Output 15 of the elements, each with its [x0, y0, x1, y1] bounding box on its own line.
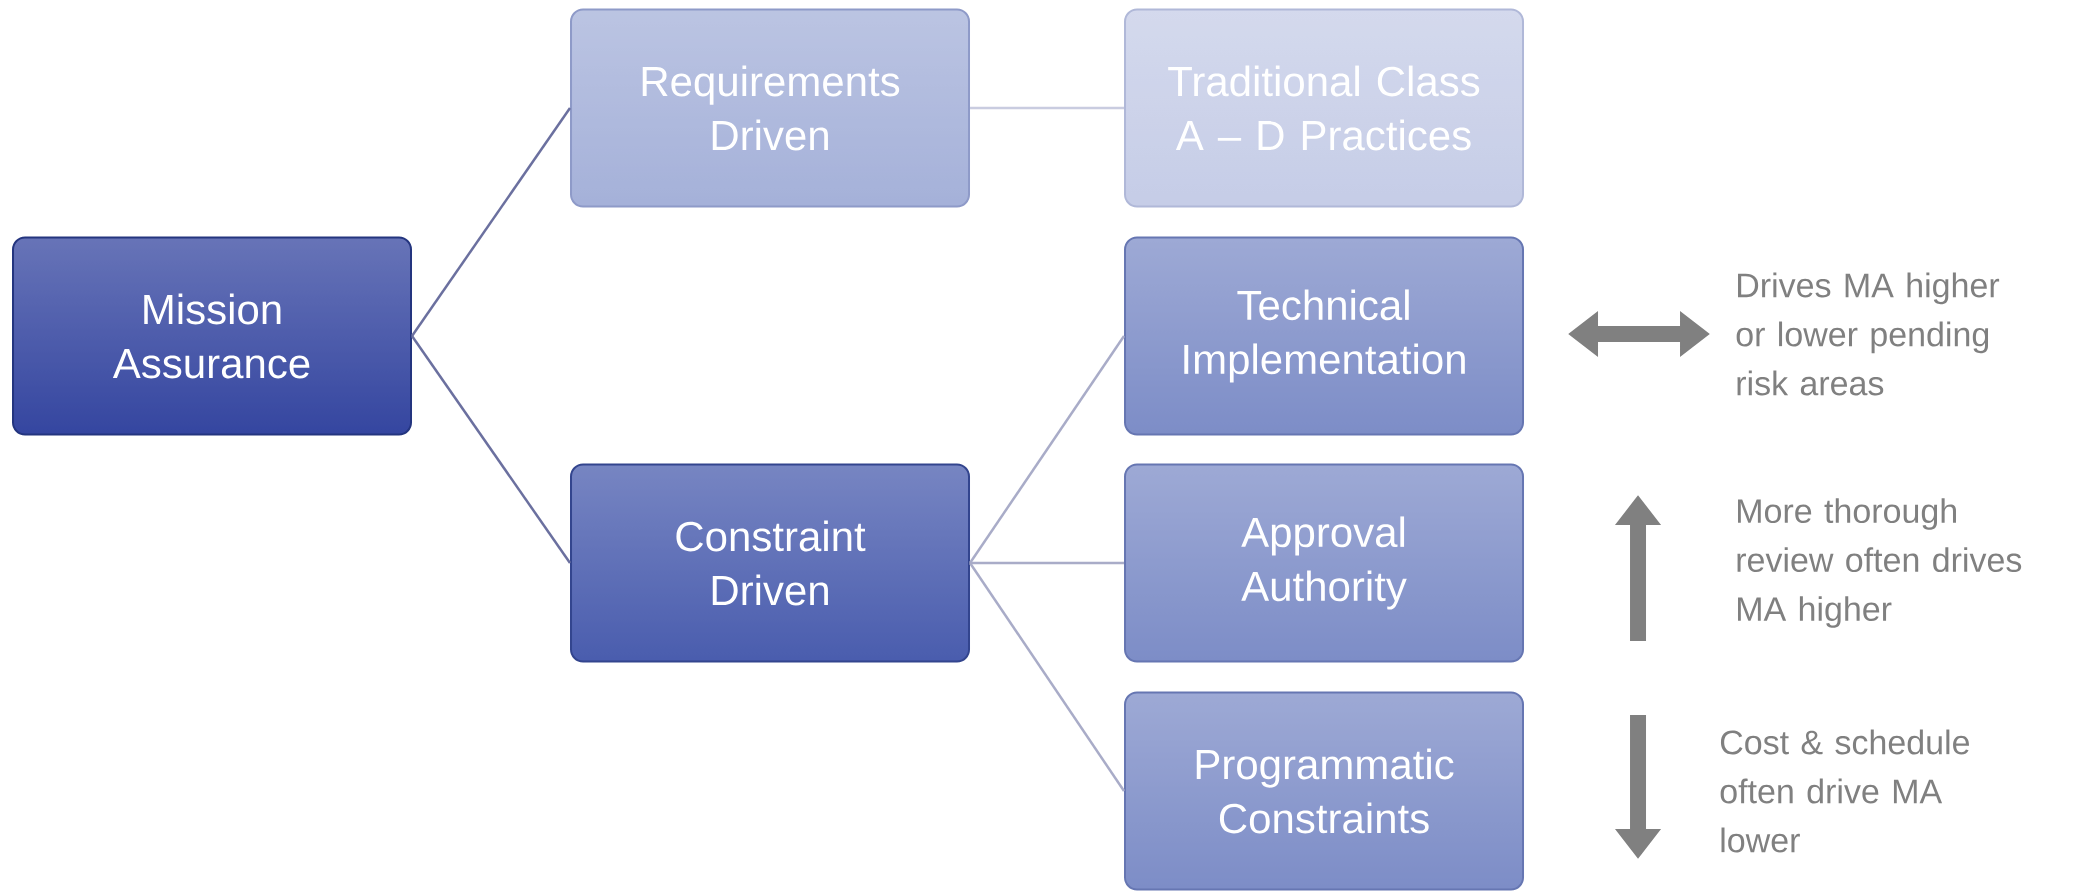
connector-line: [970, 106, 1124, 110]
process-box: Approval Authority: [1124, 463, 1524, 663]
connector-line: [968, 335, 1126, 564]
side-note: Cost & schedule often drive MA lower: [1720, 729, 1969, 853]
process-box: Requirements Driven: [570, 8, 970, 208]
process-box: Constraint Driven: [570, 463, 970, 663]
connector-line: [411, 335, 572, 564]
process-box: Technical Implementation: [1124, 236, 1524, 436]
side-note: Drives MA higher or lower pending risk areas: [1736, 272, 2000, 396]
process-box: Mission Assurance: [12, 236, 412, 436]
side-note: More thorough review often drives MA higher: [1737, 498, 2022, 628]
connector-line: [968, 562, 1126, 792]
process-box: Programmatic Constraints: [1124, 691, 1524, 891]
connector-line: [970, 561, 1124, 565]
connector-line: [411, 107, 572, 337]
